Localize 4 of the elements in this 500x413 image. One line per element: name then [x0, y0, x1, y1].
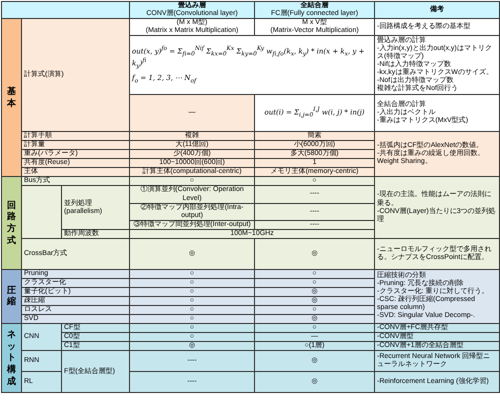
- section-label: 圧縮: [2, 269, 22, 324]
- section-label: 基本: [2, 18, 22, 177]
- section-label: ネット構成: [2, 324, 22, 393]
- section-label: 回路方式: [2, 176, 22, 270]
